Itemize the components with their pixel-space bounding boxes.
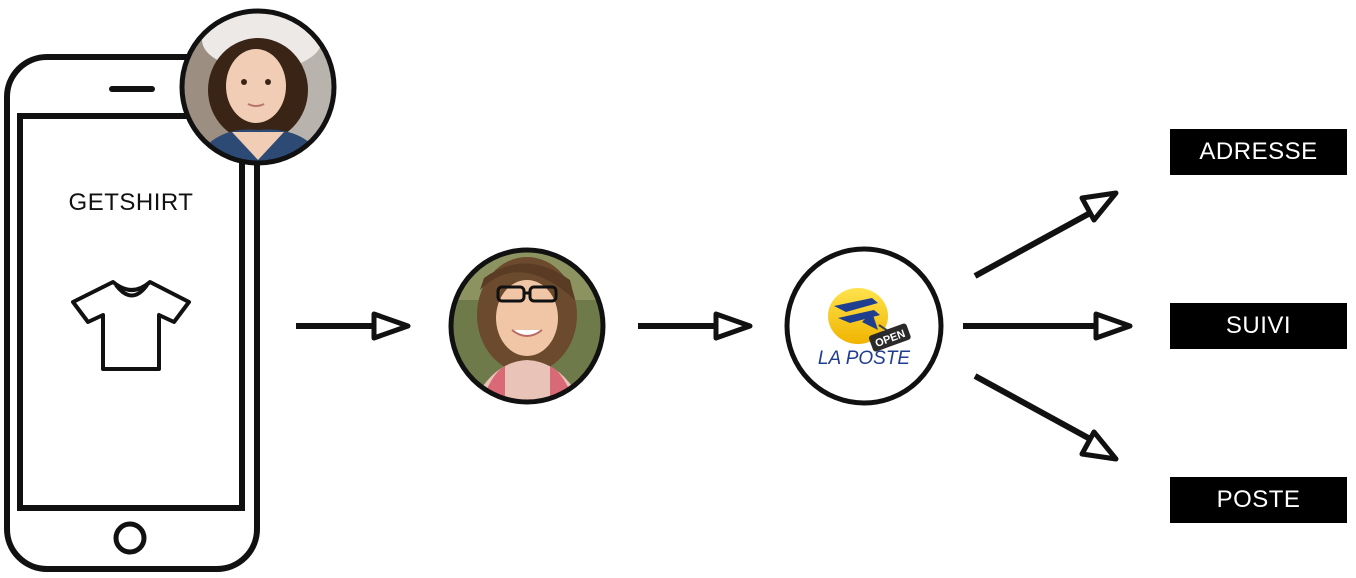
app-title: GETSHIRT: [68, 189, 194, 216]
output-label-adresse: ADRESSE: [1170, 129, 1347, 175]
arrow-to-adresse: [973, 190, 1119, 279]
output-label-suivi: SUIVI: [1170, 303, 1347, 349]
phone: [4, 54, 260, 572]
phone-home-button: [113, 521, 147, 555]
arrow-courier-to-laposte: [638, 311, 753, 341]
la-poste-brand: LA POSTE: [818, 348, 911, 369]
courier-avatar: [448, 247, 606, 405]
arrow-to-poste: [973, 373, 1119, 462]
la-poste-logo-icon: LA POSTE: [818, 288, 911, 369]
tshirt-icon: [71, 280, 191, 371]
la-poste-node: LA POSTE OPEN: [784, 246, 944, 406]
arrow-phone-to-courier: [296, 311, 411, 341]
arrow-to-suivi: [963, 311, 1133, 341]
output-label-poste: POSTE: [1170, 477, 1347, 523]
